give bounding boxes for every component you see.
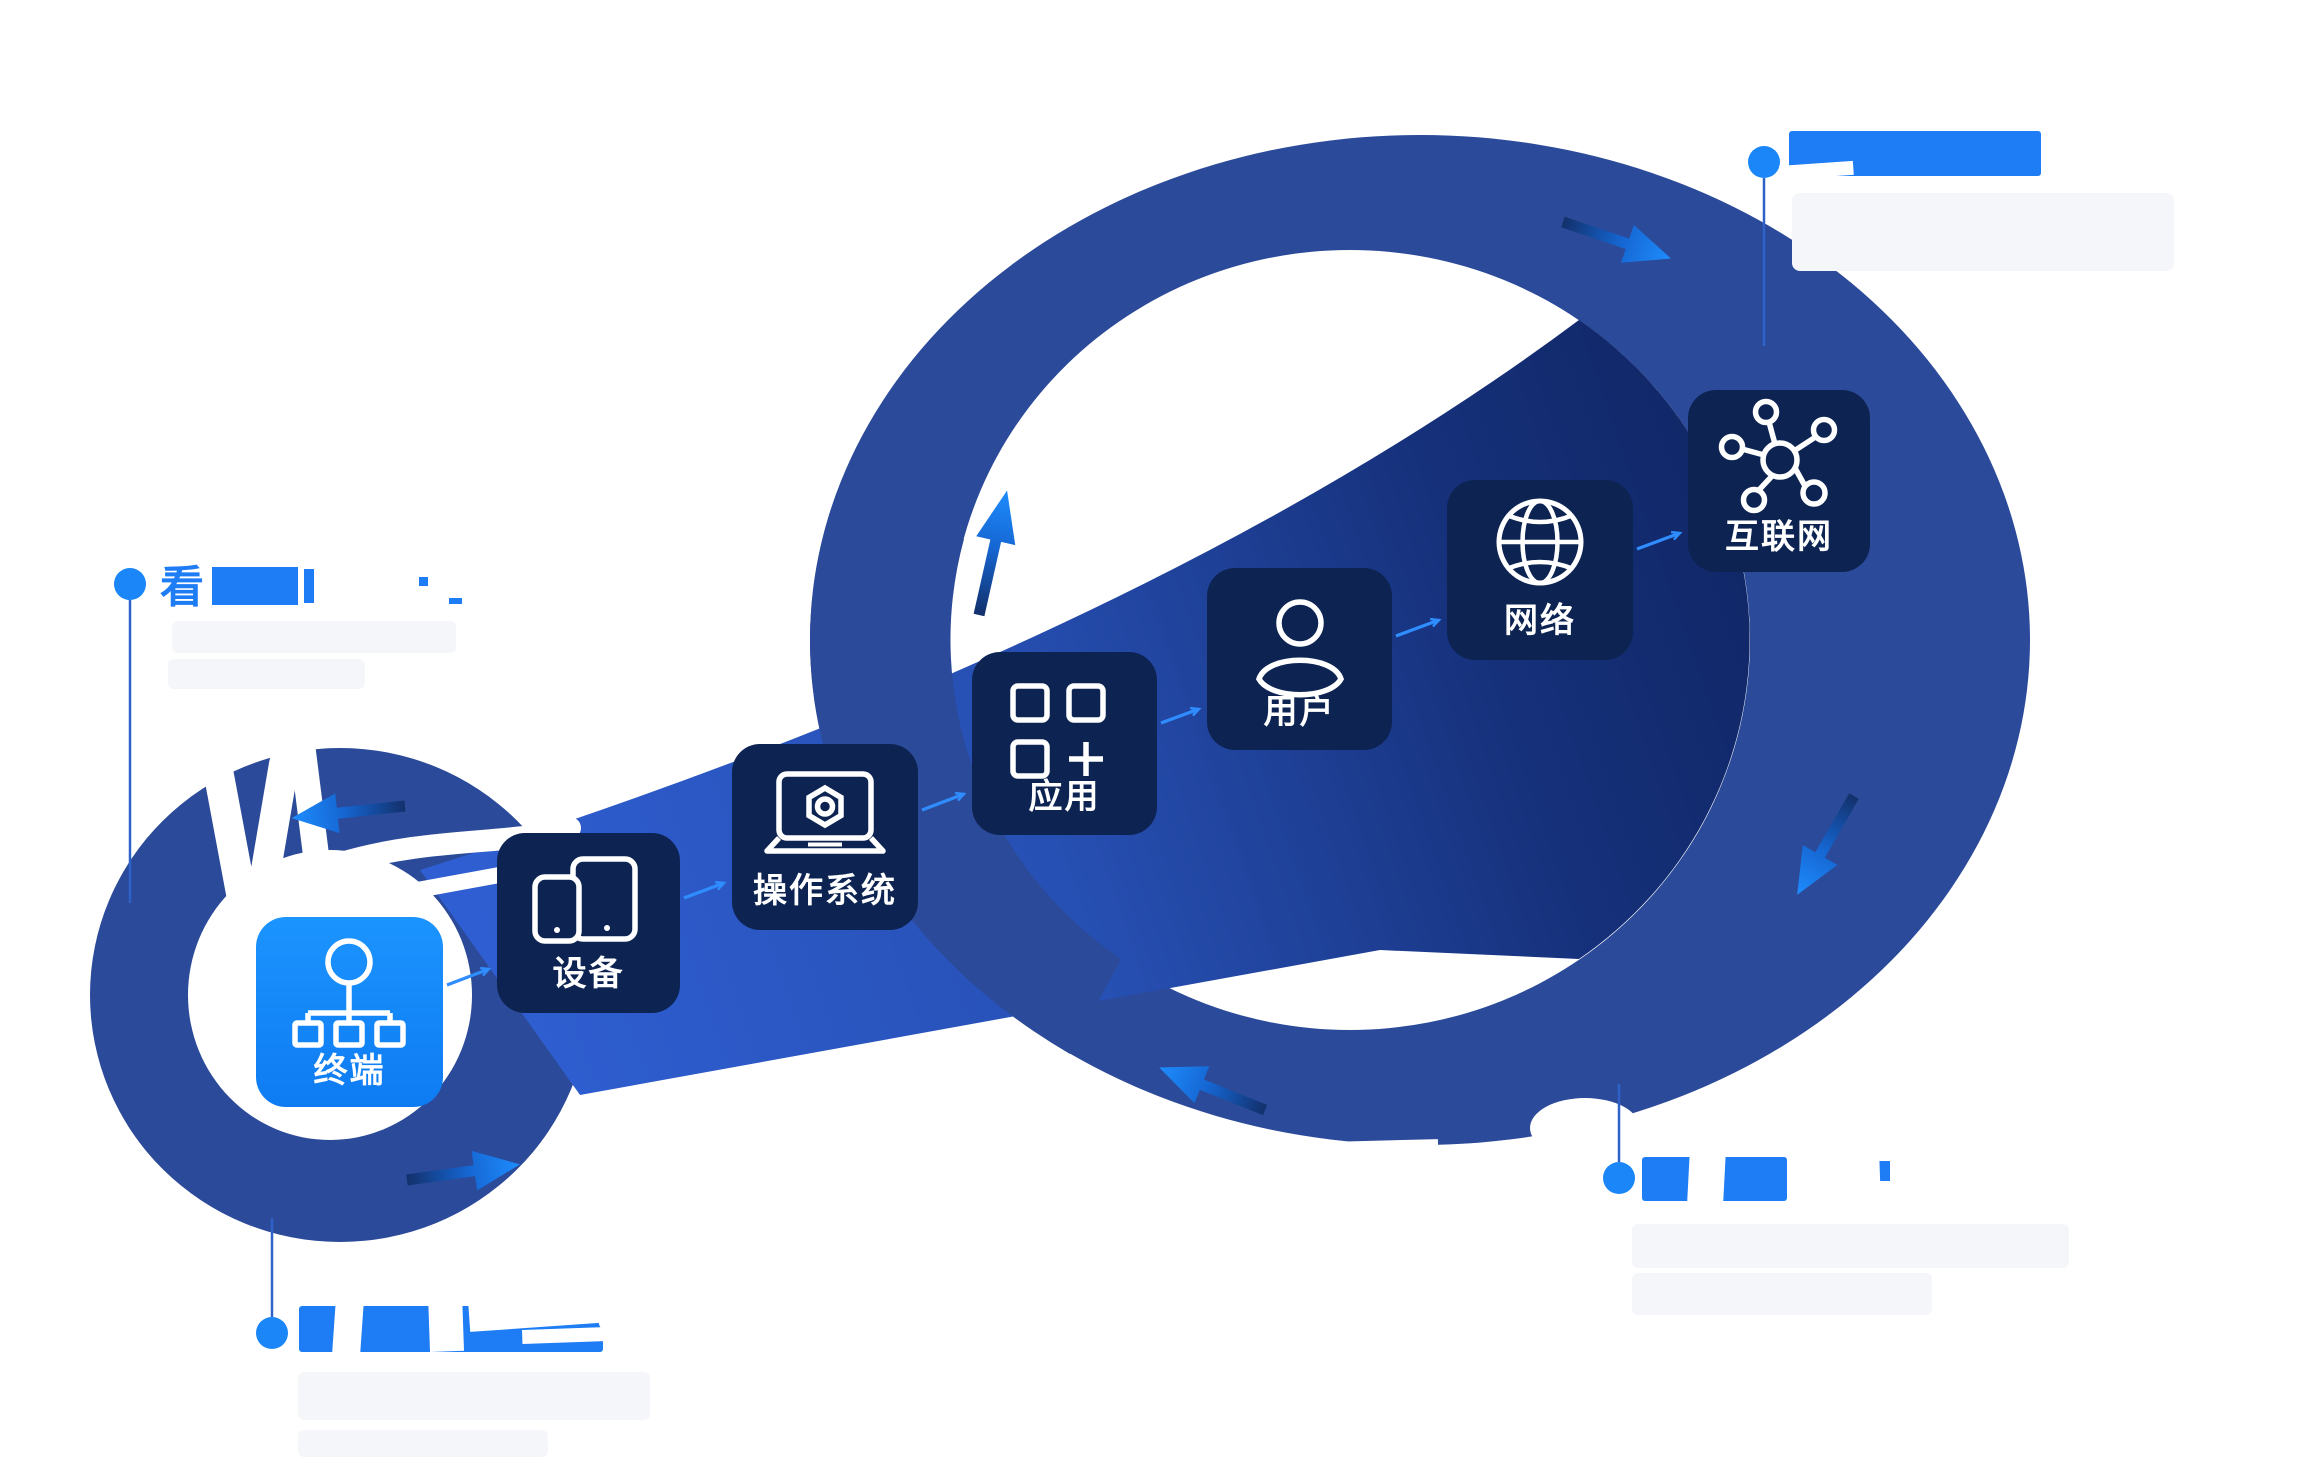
flow-arrow-right-down bbox=[1797, 793, 1859, 895]
covered-text-line bbox=[1632, 1224, 2069, 1268]
scribble bbox=[1686, 1148, 1726, 1208]
node-device-label: 设备 bbox=[553, 955, 625, 993]
chain-arrow-1 bbox=[446, 969, 489, 987]
scribble bbox=[468, 1290, 610, 1332]
node-network: 网络 bbox=[1447, 480, 1633, 660]
endpoint-hierarchy-icon bbox=[292, 938, 406, 1048]
chain-arrow-5 bbox=[1395, 620, 1439, 638]
node-internet: 互联网 bbox=[1688, 390, 1870, 572]
internet-hub-icon bbox=[1718, 398, 1838, 514]
chain-arrow-2 bbox=[683, 883, 724, 900]
node-os-label: 操作系统 bbox=[753, 872, 897, 910]
scribble bbox=[1787, 1146, 1881, 1200]
scribble bbox=[428, 1292, 465, 1352]
loop-flow-arrows bbox=[291, 216, 1859, 1191]
node-app-card bbox=[972, 652, 1157, 835]
user-icon bbox=[1256, 599, 1344, 698]
globe-network-icon bbox=[1496, 498, 1584, 586]
node-internet-label: 互联网 bbox=[1725, 518, 1833, 556]
callout-left-title-fragment: 看 bbox=[160, 563, 204, 612]
callout-bottom-left bbox=[256, 1218, 813, 1457]
callout-bottom-right-dot bbox=[1603, 1162, 1635, 1194]
laptop-os-icon bbox=[764, 771, 886, 854]
callout-left: 看 bbox=[114, 563, 462, 903]
node-app-label: 应用 bbox=[1029, 778, 1101, 816]
covered-text-line bbox=[172, 621, 456, 653]
obscured-title-fragment bbox=[419, 577, 428, 586]
flow-arrow-small-bottom bbox=[406, 1150, 520, 1191]
scribble bbox=[598, 1298, 638, 1338]
apps-grid-plus-icon bbox=[1010, 683, 1106, 779]
chain-arrow-4 bbox=[1160, 709, 1199, 725]
chain-arrow-3 bbox=[921, 794, 964, 812]
flow-arrow-top bbox=[1561, 216, 1671, 263]
scribble bbox=[633, 1299, 813, 1322]
flow-arrow-left-up bbox=[973, 490, 1016, 617]
flow-arrow-small-top bbox=[291, 793, 406, 834]
callout-top-right-dot bbox=[1748, 146, 1780, 178]
node-os: 操作系统 bbox=[732, 744, 918, 930]
chain-arrow-6 bbox=[1636, 533, 1680, 551]
node-device: 设备 bbox=[497, 833, 680, 1013]
callout-left-dot bbox=[114, 568, 146, 600]
covered-text-block bbox=[1792, 193, 2174, 271]
callout-bottom-left-dot bbox=[256, 1317, 288, 1349]
covered-text-line bbox=[298, 1372, 650, 1420]
obscured-title-fragment bbox=[449, 598, 462, 604]
big-loop-overlap-arc bbox=[809, 509, 1121, 1054]
flow-arrow-bottom-left bbox=[1159, 1066, 1268, 1116]
covered-text-line bbox=[298, 1430, 548, 1457]
node-network-label: 网络 bbox=[1504, 601, 1576, 640]
scribble bbox=[1778, 160, 1854, 180]
node-user: 用户 bbox=[1207, 568, 1392, 750]
node-app: 应用 bbox=[972, 652, 1157, 835]
obscured-title-fragment bbox=[212, 567, 298, 605]
devices-icon bbox=[532, 856, 638, 944]
obscured-title-fragment bbox=[304, 569, 314, 603]
callout-top-right bbox=[1748, 131, 2174, 346]
covered-text-line bbox=[1632, 1273, 1932, 1315]
node-chain-arrows bbox=[446, 533, 1680, 987]
node-network-card bbox=[1447, 480, 1633, 660]
scribble bbox=[332, 1298, 364, 1354]
node-endpoint: 终端 bbox=[256, 917, 443, 1107]
callout-bottom-right bbox=[1603, 1084, 2069, 1315]
node-user-label: 用户 bbox=[1264, 693, 1336, 731]
big-loop-ring bbox=[810, 135, 2030, 1145]
node-endpoint-label: 终端 bbox=[314, 1052, 386, 1090]
covered-text-line bbox=[168, 659, 365, 689]
